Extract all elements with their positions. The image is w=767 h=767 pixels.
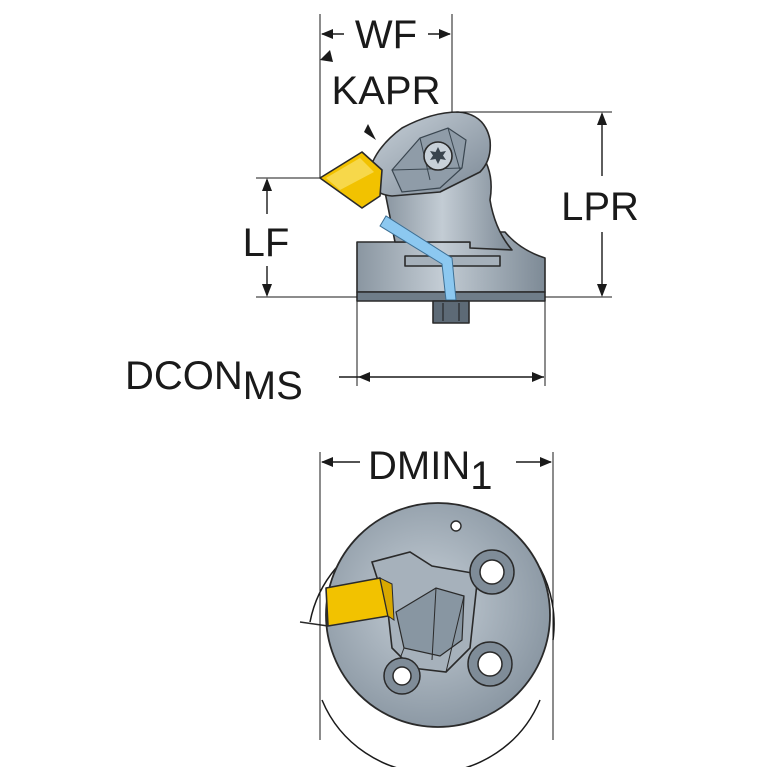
insert-highlight xyxy=(326,158,374,190)
disc-flat xyxy=(299,621,329,627)
dmin-subscript: 1 xyxy=(470,454,492,498)
dmin-dimension: DMIN1 xyxy=(319,444,554,740)
dcon-dimension: DCONMS xyxy=(125,301,546,408)
dcon-subscript: MS xyxy=(243,364,303,408)
mounting-hole-top-right xyxy=(469,549,515,595)
side-view xyxy=(319,111,546,324)
torx-recess-icon xyxy=(430,147,446,164)
coolant-channel xyxy=(379,215,457,301)
bottom-stud xyxy=(432,300,470,324)
lf-label: LF xyxy=(243,221,290,265)
outer-arc-bottom xyxy=(321,699,541,767)
kapr-label: KAPR xyxy=(332,69,441,113)
mounting-hole-bottom-left xyxy=(383,657,421,695)
dcon-label: DCONMS xyxy=(125,354,303,408)
kapr-dimension: KAPR xyxy=(320,50,440,140)
pin-hole xyxy=(450,520,462,532)
wf-dimension: WF xyxy=(319,13,453,178)
mounting-hole-bottom-right xyxy=(467,641,513,687)
lpr-dimension: LPR xyxy=(456,111,639,298)
lf-dimension: LF xyxy=(243,177,357,298)
insert-top-edge xyxy=(379,577,395,621)
top-view xyxy=(299,502,555,767)
wf-label: WF xyxy=(355,13,417,57)
dmin-label: DMIN1 xyxy=(368,444,492,498)
lpr-label: LPR xyxy=(561,185,639,229)
